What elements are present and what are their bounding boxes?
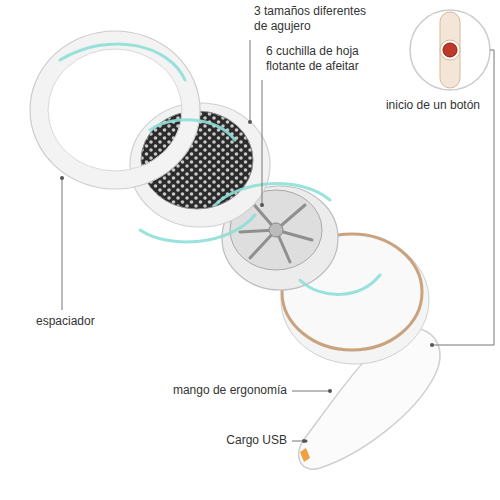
- part-label: 3 tamaños diferentes de agujero: [254, 4, 379, 34]
- blades: [240, 200, 312, 262]
- part-label: 6 cuchilla de hoja flotante de afeitar: [266, 44, 388, 74]
- part-label: inicio de un botón: [368, 98, 480, 113]
- button-strip: [440, 12, 460, 88]
- motion-swirls: [60, 44, 380, 295]
- button-inset: [410, 10, 490, 90]
- part-label: Cargo USB: [160, 433, 287, 448]
- blade-hub: [269, 223, 283, 237]
- power-button-red: [443, 43, 457, 57]
- leader-lines: [62, 40, 494, 441]
- part-label: mango de ergonomía: [160, 383, 287, 398]
- leader-dots: [60, 120, 434, 443]
- part-label: espaciador: [36, 314, 136, 329]
- spacer-outer: [30, 31, 200, 189]
- power-button: [440, 40, 460, 60]
- spacer-ring: [39, 40, 191, 180]
- spacer-inner: [48, 49, 182, 171]
- handle-accent: [300, 448, 310, 462]
